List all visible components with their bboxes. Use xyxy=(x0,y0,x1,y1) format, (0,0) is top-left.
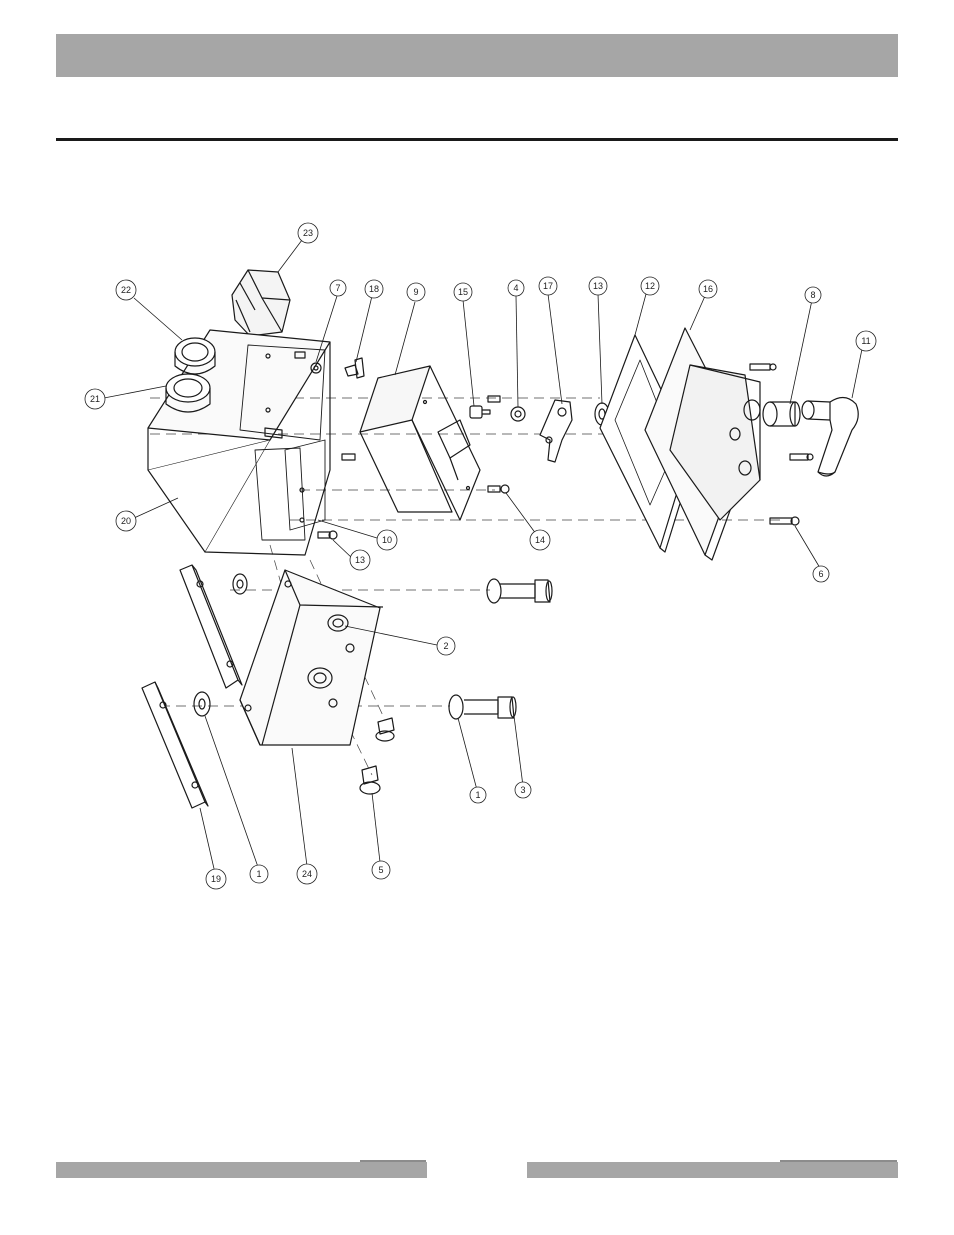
svg-text:4: 4 xyxy=(513,283,518,293)
callout-15: 15 xyxy=(454,283,472,301)
part-8-sleeve xyxy=(763,402,800,426)
callout-3: 3 xyxy=(515,782,531,798)
footer-bar-right xyxy=(527,1162,898,1178)
callout-22: 22 xyxy=(116,280,136,300)
callout-18: 18 xyxy=(365,280,383,298)
svg-text:2: 2 xyxy=(443,641,448,651)
part-15-bolt xyxy=(470,406,490,418)
svg-text:14: 14 xyxy=(535,535,545,545)
part-1-washer-left xyxy=(194,692,210,716)
part-17-tab xyxy=(540,400,572,462)
callout-4: 4 xyxy=(508,280,524,296)
svg-text:5: 5 xyxy=(378,865,383,875)
callout-21: 21 xyxy=(85,389,105,409)
callouts: 23 22 7 18 9 15 4 17 13 12 16 8 11 21 20… xyxy=(85,223,876,889)
part-screw-mid-right xyxy=(790,454,813,460)
part-9-breaker xyxy=(360,366,480,520)
svg-text:10: 10 xyxy=(382,535,392,545)
svg-text:24: 24 xyxy=(302,869,312,879)
svg-text:23: 23 xyxy=(303,228,313,238)
svg-text:8: 8 xyxy=(810,290,815,300)
svg-text:1: 1 xyxy=(475,790,480,800)
part-bolt-upper xyxy=(487,579,552,603)
part-14-screw xyxy=(488,485,509,493)
part-3-bolt xyxy=(449,695,516,719)
callout-23: 23 xyxy=(298,223,318,243)
part-upper-bar xyxy=(180,565,247,688)
callout-19: 19 xyxy=(206,869,226,889)
part-screw-left-box xyxy=(342,454,355,460)
footer-bar-left xyxy=(56,1162,427,1178)
part-13-screw-lower xyxy=(318,531,337,539)
svg-text:9: 9 xyxy=(413,287,418,297)
svg-text:17: 17 xyxy=(543,281,553,291)
callout-13-lower: 13 xyxy=(350,550,370,570)
part-5-rivet xyxy=(360,766,380,794)
callout-8: 8 xyxy=(805,287,821,303)
svg-text:19: 19 xyxy=(211,874,221,884)
callout-5: 5 xyxy=(372,861,390,879)
svg-text:11: 11 xyxy=(861,336,870,346)
svg-text:3: 3 xyxy=(520,785,525,795)
callout-17: 17 xyxy=(539,277,557,295)
callout-20: 20 xyxy=(116,511,136,531)
callout-2: 2 xyxy=(437,637,455,655)
svg-text:7: 7 xyxy=(335,283,340,293)
svg-text:22: 22 xyxy=(121,285,131,295)
part-6-screw xyxy=(770,517,799,525)
svg-text:16: 16 xyxy=(703,284,713,294)
part-11-handle xyxy=(802,397,858,476)
part-24-bracket xyxy=(240,570,383,745)
part-screw-top-right xyxy=(750,364,776,370)
part-18-screw xyxy=(345,358,364,378)
callout-7: 7 xyxy=(330,280,346,296)
callout-24: 24 xyxy=(297,864,317,884)
svg-text:6: 6 xyxy=(818,569,823,579)
svg-text:21: 21 xyxy=(90,394,100,404)
part-23-connector xyxy=(232,270,290,336)
svg-text:18: 18 xyxy=(369,284,379,294)
part-rivet-upper xyxy=(376,718,394,741)
svg-text:13: 13 xyxy=(593,281,603,291)
svg-text:15: 15 xyxy=(458,287,468,297)
callout-10: 10 xyxy=(377,530,397,550)
svg-text:1: 1 xyxy=(256,869,261,879)
part-4-screw xyxy=(488,396,525,421)
callout-12: 12 xyxy=(641,277,659,295)
svg-text:20: 20 xyxy=(121,516,131,526)
callout-6: 6 xyxy=(813,566,829,582)
callout-13-top: 13 xyxy=(589,277,607,295)
callout-16: 16 xyxy=(699,280,717,298)
callout-1-left: 1 xyxy=(250,865,268,883)
svg-text:13: 13 xyxy=(355,555,365,565)
callout-9: 9 xyxy=(407,283,425,301)
callout-11: 11 xyxy=(856,331,876,351)
part-19-bar xyxy=(142,682,208,808)
svg-text:12: 12 xyxy=(645,281,655,291)
callout-1-right: 1 xyxy=(470,787,486,803)
callout-14: 14 xyxy=(530,530,550,550)
